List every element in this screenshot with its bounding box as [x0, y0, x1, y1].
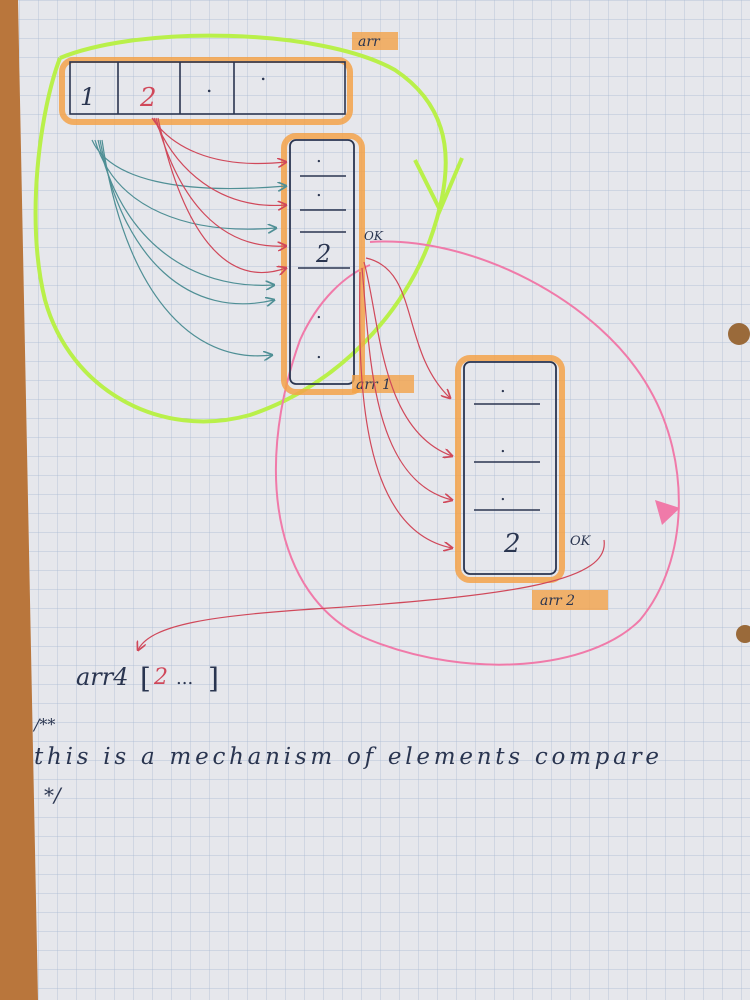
green-arrowhead: [413, 157, 464, 215]
result-close-bracket: ]: [208, 662, 219, 695]
arr2-label: arr 2: [540, 593, 575, 609]
comment-close: */: [44, 783, 63, 807]
arr2-box: [463, 361, 557, 575]
arr-cell-0: 1: [80, 83, 95, 111]
arr2-highlight: [455, 355, 565, 583]
arr-box: [69, 61, 346, 115]
pink-loop-arrow: [275, 240, 680, 666]
arr2-cell-2: .: [500, 484, 506, 505]
result-value: 2: [153, 665, 168, 690]
arr1-box: [289, 139, 355, 385]
result-array: arr4 [ 2 ... ]: [76, 662, 219, 695]
arr2-cell-0: .: [500, 376, 506, 397]
punch-hole: [736, 625, 750, 643]
arr-label: arr: [358, 34, 381, 50]
red-compare-arrows-arr2: [359, 257, 452, 548]
arr1-ok-mark: OK: [364, 229, 384, 243]
arr1-cell-3: 2: [315, 240, 331, 268]
arr1-cell-5: .: [316, 342, 322, 363]
result-arrow: [138, 539, 605, 650]
arr2-label-highlight: [532, 590, 608, 610]
result-open-bracket: [: [140, 662, 151, 695]
arr1-cell-0: .: [316, 146, 322, 167]
pink-arrowhead: [655, 500, 680, 525]
arr1-highlight: [281, 133, 365, 395]
red-compare-arrows-arr1: [151, 117, 286, 273]
arr1-label: arr 1: [356, 377, 391, 393]
result-name: arr4: [76, 663, 129, 691]
arr-cell-1: 2: [139, 83, 157, 113]
teal-compare-arrows: [91, 139, 286, 356]
arr1-cell-4: .: [316, 302, 322, 323]
paper-grid: [18, 0, 750, 1000]
comment-open: /**: [32, 715, 55, 734]
arr2-cell-3: 2: [503, 529, 521, 559]
punch-hole: [728, 323, 750, 345]
arr-label-highlight: [352, 32, 398, 50]
arr2-ok-mark: OK: [570, 534, 592, 549]
arr2-cell-1: .: [500, 436, 506, 457]
arr-cell-3: .: [260, 61, 266, 85]
arr-cell-2: .: [206, 73, 212, 97]
arr-highlight: [59, 57, 353, 125]
arr1-label-highlight: [352, 375, 414, 393]
result-ellipsis: ...: [176, 668, 193, 689]
arr1-cell-1: .: [316, 180, 322, 201]
